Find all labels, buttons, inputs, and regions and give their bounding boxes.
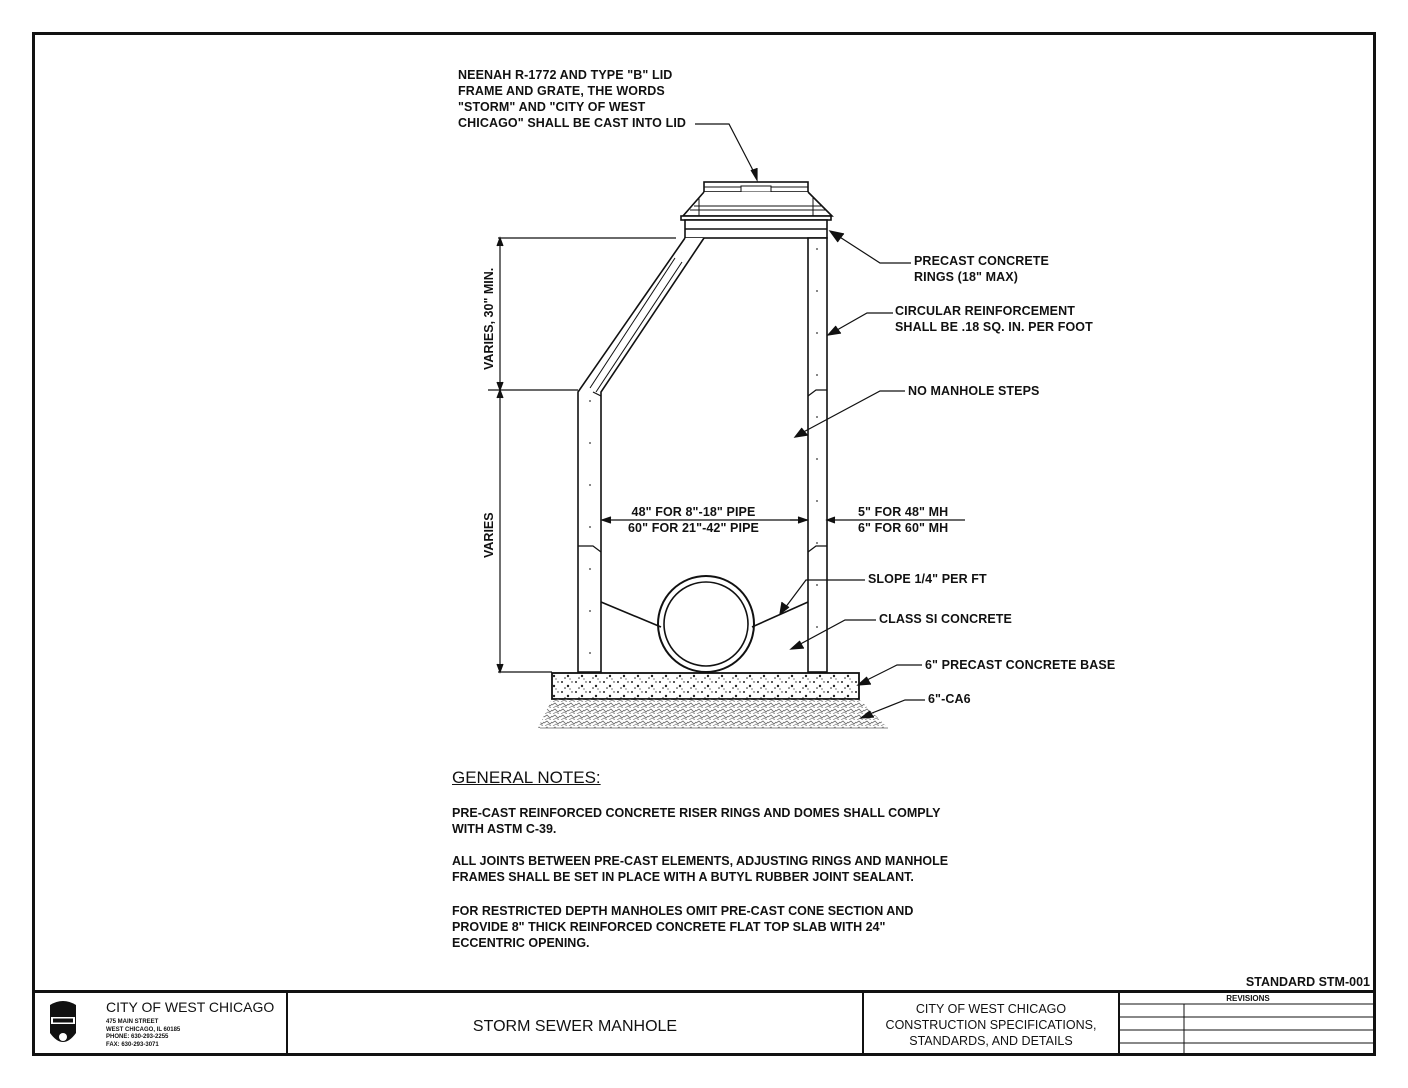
precast-rings-callout: PRECAST CONCRETE RINGS (18" MAX) [914, 254, 1049, 284]
base-callout: 6" PRECAST CONCRETE BASE [925, 658, 1116, 672]
wall-thickness-callout: 5" FOR 48" MH 6" FOR 60" MH [858, 505, 949, 535]
title-block: CITY OF WEST CHICAGO 475 MAIN STREET WES… [32, 990, 1376, 1056]
concrete-callout: CLASS SI CONCRETE [879, 612, 1012, 626]
slope-callout: SLOPE 1/4" PER FT [868, 572, 987, 586]
revisions-table: REVISIONS [1120, 993, 1376, 1056]
note-1: PRE-CAST REINFORCED CONCRETE RISER RINGS… [452, 806, 941, 836]
no-steps-callout: NO MANHOLE STEPS [908, 384, 1040, 398]
city-name: CITY OF WEST CHICAGO [106, 999, 275, 1015]
outlet-pipe [600, 575, 809, 673]
title-block-drawing-cell: STORM SEWER MANHOLE [288, 993, 864, 1056]
ca6-gravel [538, 699, 888, 728]
spec-title: CITY OF WEST CHICAGO CONSTRUCTION SPECIF… [885, 1002, 1097, 1048]
drawing-title: STORM SEWER MANHOLE [472, 1018, 678, 1035]
reinforcement-callout: CIRCULAR REINFORCEMENT SHALL BE .18 SQ. … [895, 304, 1093, 334]
title-block-spec-cell: CITY OF WEST CHICAGO CONSTRUCTION SPECIF… [864, 993, 1120, 1056]
frame-grate-icon [680, 181, 834, 221]
revisions-header: REVISIONS [1226, 994, 1270, 1003]
title-block-city-cell: CITY OF WEST CHICAGO 475 MAIN STREET WES… [32, 993, 288, 1056]
ca6-callout: 6"-CA6 [928, 692, 971, 706]
dim-bottom-label: VARIES [482, 512, 496, 558]
city-address: 475 MAIN STREET WEST CHICAGO, IL 60185 P… [106, 1019, 181, 1048]
revisions-grid [1120, 1003, 1376, 1056]
right-wall [578, 237, 828, 673]
drawing-border [32, 32, 1376, 1056]
frame-grate-callout: NEENAH R-1772 AND TYPE "B" LID FRAME AND… [458, 68, 687, 130]
cone-section [577, 237, 705, 673]
note-3: FOR RESTRICTED DEPTH MANHOLES OMIT PRE-C… [452, 904, 914, 950]
note-2: ALL JOINTS BETWEEN PRE-CAST ELEMENTS, AD… [452, 854, 949, 884]
precast-base [551, 672, 860, 700]
diameter-callout: 48" FOR 8"-18" PIPE 60" FOR 21"-42" PIPE [628, 505, 759, 535]
general-notes-title: GENERAL NOTES: [452, 768, 601, 787]
precast-rings [684, 219, 828, 239]
city-seal-icon [50, 1001, 76, 1042]
standard-number: STANDARD STM-001 [1245, 975, 1370, 989]
dim-top-label: VARIES, 30" MIN. [482, 267, 496, 370]
